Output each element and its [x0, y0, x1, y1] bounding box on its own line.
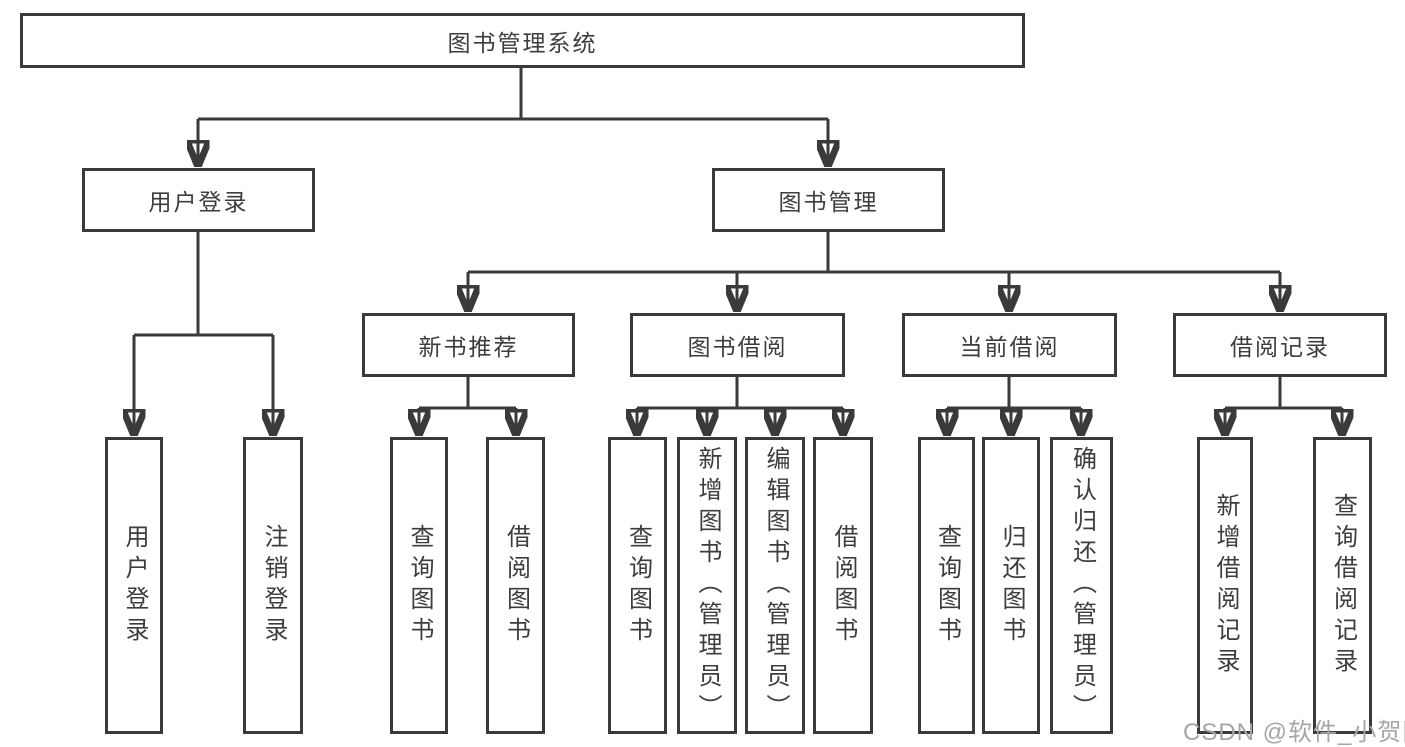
- leaf-user-login: 用户登录: [105, 437, 163, 734]
- leaf-borrow-book-recommend: 借阅图书: [486, 437, 545, 734]
- leaf-query-book-current: 查询图书: [918, 437, 975, 734]
- leaf-add-book-admin: 新增图书（管理员）: [677, 437, 737, 734]
- connector-book-borrow-to-children: [637, 377, 843, 435]
- connector-current-borrow-to-children: [947, 377, 1081, 435]
- leaf-query-book-borrow: 查询图书: [608, 437, 667, 734]
- connector-new-book-recommend-to-children: [419, 377, 516, 435]
- node-book-borrow: 图书借阅: [630, 313, 845, 377]
- leaf-logout: 注销登录: [243, 437, 303, 734]
- node-root-library-system: 图书管理系统: [20, 13, 1025, 68]
- node-new-book-recommend: 新书推荐: [362, 313, 575, 377]
- leaf-confirm-return-admin: 确认归还（管理员）: [1050, 437, 1113, 734]
- connector-user-login-to-children: [134, 232, 273, 435]
- leaf-edit-book-admin: 编辑图书（管理员）: [745, 437, 805, 734]
- leaf-borrow-book: 借阅图书: [813, 437, 873, 734]
- node-current-borrow: 当前借阅: [902, 313, 1117, 377]
- leaf-query-book-recommend: 查询图书: [390, 437, 448, 734]
- node-borrow-records: 借阅记录: [1173, 313, 1387, 377]
- leaf-return-book: 归还图书: [982, 437, 1040, 734]
- leaf-query-borrow-record: 查询借阅记录: [1313, 437, 1372, 734]
- node-book-management: 图书管理: [712, 168, 945, 232]
- connector-borrow-records-to-children: [1225, 377, 1342, 435]
- csdn-watermark: CSDN @软件_小贺同学: [1183, 719, 1405, 746]
- connector-book-management-to-level3: [468, 232, 1280, 311]
- connector-root-to-level2: [198, 68, 828, 166]
- node-user-login: 用户登录: [82, 168, 315, 232]
- leaf-add-borrow-record: 新增借阅记录: [1197, 437, 1253, 734]
